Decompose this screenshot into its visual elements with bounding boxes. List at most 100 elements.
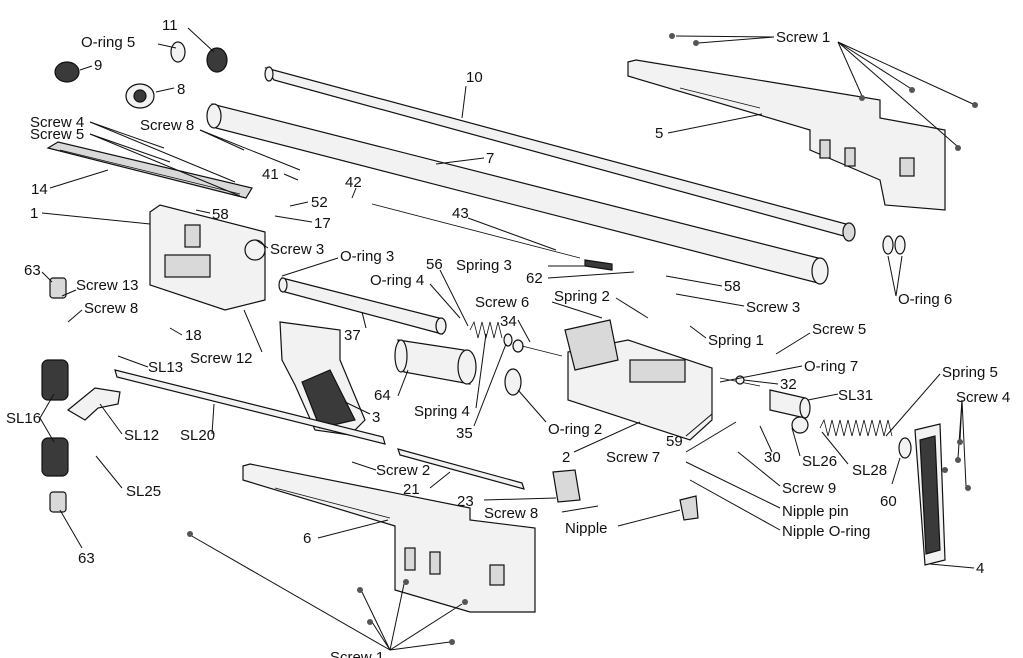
part-labels: Screw 1 O-ring 5 11 9 8 10 7 5 Screw 4 S… [6, 17, 1010, 658]
label-sl28: SL28 [852, 462, 887, 479]
oring-2-shape [504, 368, 522, 396]
label-sl25: SL25 [126, 483, 161, 500]
label-screw5-left: Screw 5 [30, 126, 84, 143]
label-sl31: SL31 [838, 387, 873, 404]
label-41: 41 [262, 166, 279, 183]
label-sl12: SL12 [124, 427, 159, 444]
part-6-side-plate [242, 463, 536, 613]
nipple-shape [679, 495, 699, 521]
label-8: 8 [177, 81, 185, 98]
label-64: 64 [374, 387, 391, 404]
label-screw1-bottom: Screw 1 [330, 649, 384, 658]
label-screw8-bottom: Screw 8 [484, 505, 538, 522]
part-37-tube [278, 277, 447, 335]
label-screw4-left: Screw 4 [30, 114, 84, 131]
part-1-receiver [149, 204, 266, 311]
part-3-grip [279, 321, 366, 436]
label-11: 11 [162, 17, 178, 34]
label-spring1: Spring 1 [708, 332, 764, 349]
part-63-bottom [49, 491, 67, 513]
part-sl12-lever [66, 387, 121, 421]
label-63-top: 63 [24, 262, 41, 279]
part-63-top [49, 277, 67, 299]
spring-4 [469, 320, 563, 357]
label-oring2: O-ring 2 [548, 421, 602, 438]
label-52: 52 [311, 194, 328, 211]
label-screw3-left: Screw 3 [270, 241, 324, 258]
label-screw8-left: Screw 8 [84, 300, 138, 317]
part-10-barrel [264, 66, 856, 242]
label-21: 21 [403, 481, 420, 498]
spring-5 [819, 418, 912, 459]
part-sl20-rod [114, 369, 386, 445]
label-spring2: Spring 2 [554, 288, 610, 305]
label-32: 32 [780, 376, 797, 393]
label-60: 60 [880, 493, 897, 510]
part-5-side-plate [627, 59, 946, 211]
label-6: 6 [303, 530, 311, 547]
part-7-tube [206, 103, 829, 285]
part-sl16 [41, 359, 69, 477]
label-42: 42 [345, 174, 362, 191]
part-8-knob [125, 83, 155, 109]
label-1: 1 [30, 205, 38, 222]
screw-markers [187, 33, 978, 645]
label-4: 4 [976, 560, 984, 577]
label-screw2: Screw 2 [376, 462, 430, 479]
part-23 [552, 469, 581, 503]
oring-6-shape [882, 235, 906, 255]
part-4-buttplate [914, 423, 946, 566]
label-58-left: 58 [212, 206, 229, 223]
label-63-bottom: 63 [78, 550, 95, 567]
label-screw12: Screw 12 [190, 350, 253, 367]
part-64-cylinder [394, 339, 477, 385]
label-screw9: Screw 9 [782, 480, 836, 497]
label-spring5: Spring 5 [942, 364, 998, 381]
label-2: 2 [562, 449, 570, 466]
label-spring3: Spring 3 [456, 257, 512, 274]
label-56: 56 [426, 256, 443, 273]
label-oring7: O-ring 7 [804, 358, 858, 375]
label-sl16: SL16 [6, 410, 41, 427]
label-screw13: Screw 13 [76, 277, 139, 294]
part-21-rod [397, 448, 525, 490]
label-10: 10 [466, 69, 483, 86]
label-43: 43 [452, 205, 469, 222]
label-23: 23 [457, 493, 474, 510]
label-oring5: O-ring 5 [81, 34, 135, 51]
label-3: 3 [372, 409, 380, 426]
label-58-right: 58 [724, 278, 741, 295]
label-screw8-top: Screw 8 [140, 117, 194, 134]
label-7: 7 [486, 150, 494, 167]
label-sl20: SL20 [180, 427, 215, 444]
label-oring6: O-ring 6 [898, 291, 952, 308]
part-14-rail [46, 141, 253, 199]
label-sl26: SL26 [802, 453, 837, 470]
leader-lines [39, 27, 975, 651]
label-spring4: Spring 4 [414, 403, 470, 420]
label-screw4-right: Screw 4 [956, 389, 1010, 406]
label-screw1-top: Screw 1 [776, 29, 830, 46]
label-screw6: Screw 6 [475, 294, 529, 311]
label-59: 59 [666, 433, 683, 450]
label-screw5-right: Screw 5 [812, 321, 866, 338]
label-oring3: O-ring 3 [340, 248, 394, 265]
label-screw7: Screw 7 [606, 449, 660, 466]
part-11-ring [170, 41, 228, 73]
part-9-knob [54, 61, 80, 83]
label-35: 35 [456, 425, 473, 442]
label-34: 34 [500, 313, 517, 330]
label-62: 62 [526, 270, 543, 287]
label-oring4: O-ring 4 [370, 272, 424, 289]
label-screw3-right: Screw 3 [746, 299, 800, 316]
label-nipple: Nipple [565, 520, 608, 537]
label-37: 37 [344, 327, 361, 344]
label-sl13: SL13 [148, 359, 183, 376]
part-sl31 [769, 389, 811, 434]
label-17: 17 [314, 215, 331, 232]
label-nipple-pin: Nipple pin [782, 503, 849, 520]
part-43-rod [371, 203, 613, 271]
label-5: 5 [655, 125, 663, 142]
label-9: 9 [94, 57, 102, 74]
